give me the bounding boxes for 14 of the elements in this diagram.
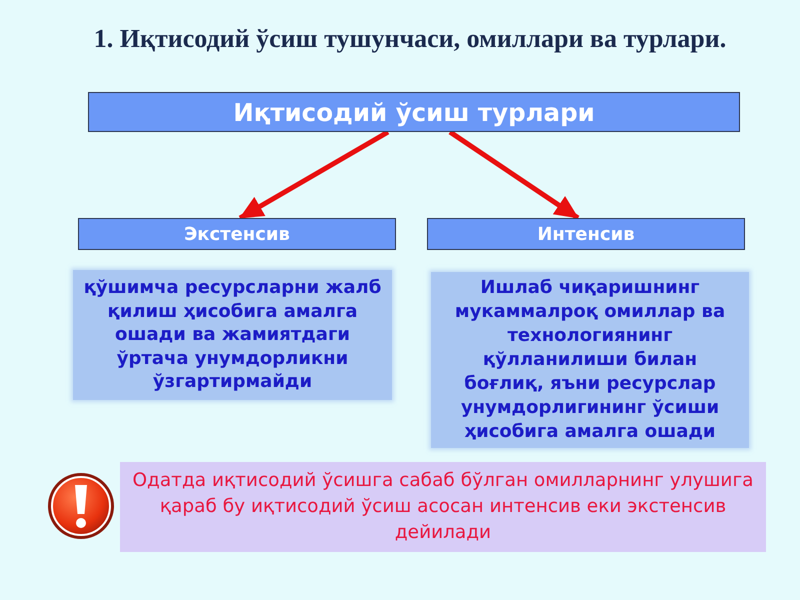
header-banner — [88, 92, 740, 132]
category-label: Экстенсив — [184, 224, 290, 244]
description-text: Ишлаб чиқаришнинг мукаммалроқ омиллар ва технологиянинг қўлланилиши билан боғлиқ, яъни ресурслар унумдорлигининг ўсиши ҳисобига амалга ошади — [454, 276, 726, 444]
page-title: 1. Иқтисодий ўсиш тушунчаси, омиллари ва турлари. — [94, 24, 726, 54]
note-panel — [120, 462, 766, 552]
arrow — [238, 130, 390, 220]
category-label: Интенсив — [537, 224, 635, 244]
header-text: Иқтисодий ўсиш турлари — [233, 98, 595, 126]
note-text: Одатда иқтисодий ўсишга сабаб бўлган омилларнинг улушига қараб бу иқтисодий ўсиш асосан интенсив еки экстенсив дейилади — [131, 469, 754, 545]
description-text: қўшимча ресурсларни жалб қилиш ҳисобига амалга ошади ва жамиятдаги ўртача унумдорликни ўзгартирмайди — [82, 276, 382, 394]
arrow — [448, 130, 580, 220]
category-bar — [78, 218, 396, 250]
description-panel — [431, 272, 749, 448]
category-bar — [427, 218, 745, 250]
